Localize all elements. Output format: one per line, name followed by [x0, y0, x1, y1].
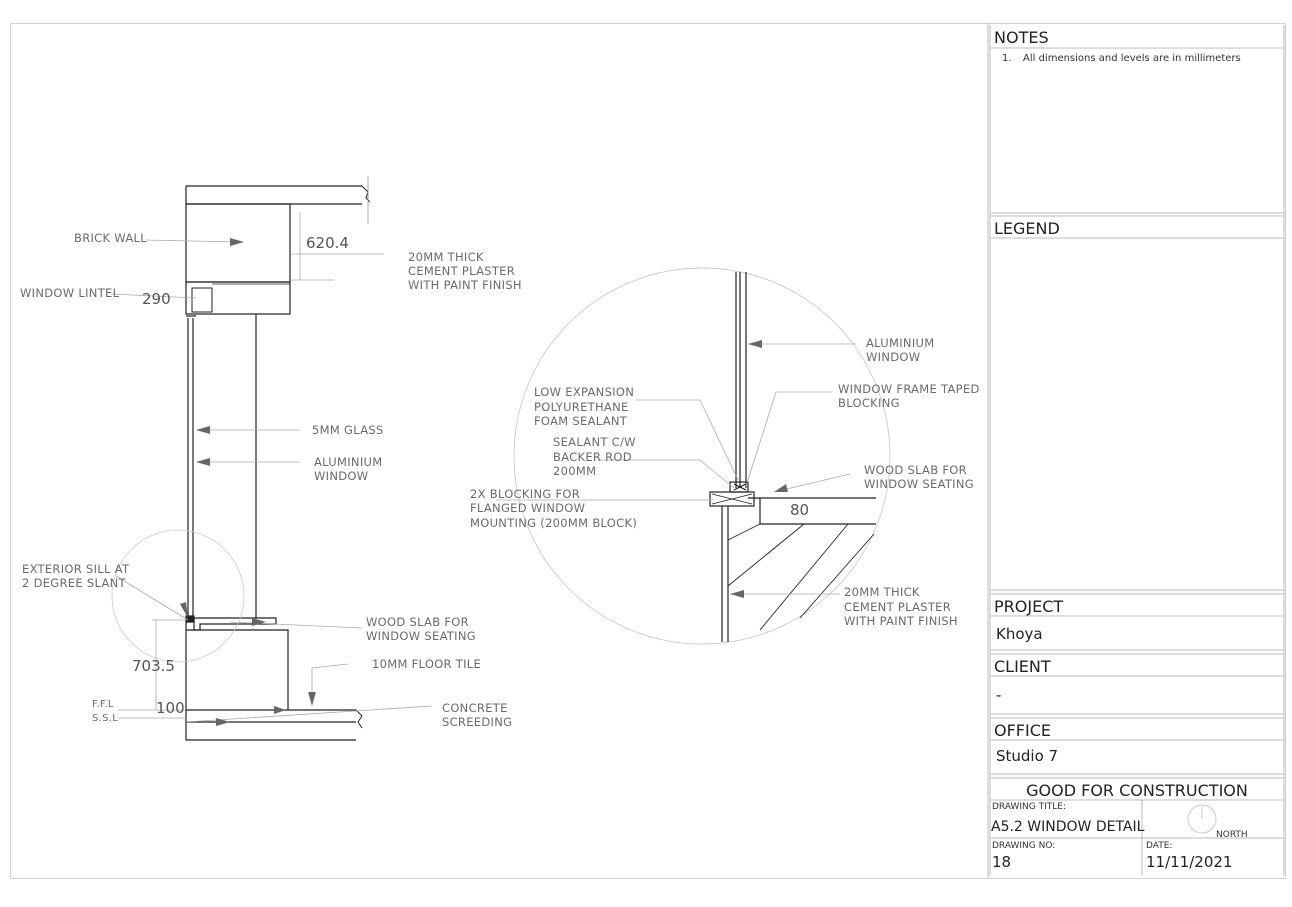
label-plaster-3: WITH PAINT FINISH — [408, 278, 522, 292]
label-aluminium-1: ALUMINIUM — [314, 455, 382, 469]
section-view — [185, 176, 371, 741]
plaster-hatch — [727, 523, 875, 631]
project-heading: PROJECT — [994, 597, 1064, 616]
north-label: NORTH — [1216, 830, 1248, 840]
label-blocking-3: MOUNTING (200MM BLOCK) — [470, 516, 637, 530]
dim-80: 80 — [790, 501, 809, 519]
label-sill-2: 2 DEGREE SLANT — [22, 576, 127, 590]
date-label: DATE: — [1146, 841, 1173, 851]
title-block-lines — [987, 23, 1285, 878]
break-line-top — [361, 185, 371, 203]
label-blocking-1: 2X BLOCKING FOR — [470, 487, 580, 501]
north-symbol — [1187, 804, 1217, 834]
drawing-sheet-border — [10, 23, 1286, 879]
dim-290: 290 — [142, 290, 171, 308]
detail-labels: ALUMINIUM WINDOW WINDOW FRAME TAPED BLOC… — [470, 336, 980, 628]
label-brick-wall: BRICK WALL — [74, 231, 147, 245]
client-heading: CLIENT — [994, 657, 1051, 676]
label-ssl: S.S.L — [92, 713, 118, 724]
label-glass: 5MM GLASS — [312, 423, 384, 437]
label-window-lintel: WINDOW LINTEL — [20, 286, 120, 300]
label-foam-2: POLYURETHANE — [534, 400, 629, 414]
label-d-plaster-3: WITH PAINT FINISH — [844, 614, 958, 628]
dim-703: 703.5 — [132, 657, 175, 675]
label-d-plaster-1: 20MM THICK — [844, 585, 920, 599]
drawing-no-value: 18 — [992, 853, 1012, 871]
note-number: 1. — [1002, 53, 1012, 64]
client-value: - — [996, 686, 1002, 704]
label-sealant-2: BACKER ROD — [553, 450, 632, 464]
label-floor-tile: 10MM FLOOR TILE — [372, 657, 481, 671]
notes-heading: NOTES — [994, 28, 1049, 47]
project-value: Khoya — [996, 625, 1043, 643]
label-blocking-2: FLANGED WINDOW — [470, 501, 585, 515]
office-value: Studio 7 — [996, 747, 1059, 765]
label-d-aluminium-1: ALUMINIUM — [866, 336, 934, 350]
detail-circle — [513, 267, 891, 645]
office-heading: OFFICE — [994, 721, 1051, 740]
label-sill-1: EXTERIOR SILL AT — [22, 562, 130, 576]
label-frame-taped-1: WINDOW FRAME TAPED — [838, 382, 980, 396]
section-labels: BRICK WALL WINDOW LINTEL 20MM THICK CEME… — [20, 231, 522, 729]
label-frame-taped-2: BLOCKING — [838, 396, 900, 410]
label-d-wood-slab-2: WINDOW SEATING — [864, 477, 974, 491]
drawing-title-label: DRAWING TITLE: — [992, 802, 1066, 812]
drawing-title-value: A5.2 WINDOW DETAIL — [991, 819, 1145, 835]
label-sealant-1: SEALANT C/W — [553, 435, 636, 449]
section-arrows — [180, 238, 316, 726]
label-screed-2: SCREEDING — [442, 715, 512, 729]
detail-arrows — [730, 340, 788, 598]
label-aluminium-2: WINDOW — [314, 469, 368, 483]
label-d-aluminium-2: WINDOW — [866, 350, 920, 364]
label-foam-1: LOW EXPANSION — [534, 385, 634, 399]
section-leaders — [111, 212, 433, 723]
drawing-no-label: DRAWING NO: — [992, 841, 1056, 851]
label-wood-slab-1: WOOD SLAB FOR — [366, 615, 469, 629]
status-stamp: GOOD FOR CONSTRUCTION — [1026, 781, 1248, 800]
top-slab — [185, 185, 362, 205]
label-ffl: F.F.L — [92, 699, 114, 710]
dim-620: 620.4 — [306, 234, 349, 252]
label-wood-slab-2: WINDOW SEATING — [366, 629, 476, 643]
dim-100: 100 — [156, 699, 185, 717]
note-text: All dimensions and levels are in millime… — [1023, 53, 1241, 64]
label-d-plaster-2: CEMENT PLASTER — [844, 600, 951, 614]
label-screed-1: CONCRETE — [442, 701, 508, 715]
wood-slab-detail — [748, 497, 876, 525]
detail-view — [513, 267, 891, 645]
wood-slab — [193, 617, 277, 631]
window-lintel — [185, 281, 291, 315]
label-sealant-3: 200MM — [553, 464, 596, 478]
legend-heading: LEGEND — [994, 219, 1060, 238]
label-d-wood-slab-1: WOOD SLAB FOR — [864, 463, 967, 477]
label-plaster-1: 20MM THICK — [408, 250, 484, 264]
lower-wall — [185, 622, 289, 740]
label-foam-3: FOAM SEALANT — [534, 414, 628, 428]
blocking — [709, 491, 755, 507]
date-value: 11/11/2021 — [1146, 853, 1233, 871]
detail-leaders — [496, 343, 856, 595]
label-plaster-2: CEMENT PLASTER — [408, 264, 515, 278]
exterior-sill — [185, 615, 195, 623]
